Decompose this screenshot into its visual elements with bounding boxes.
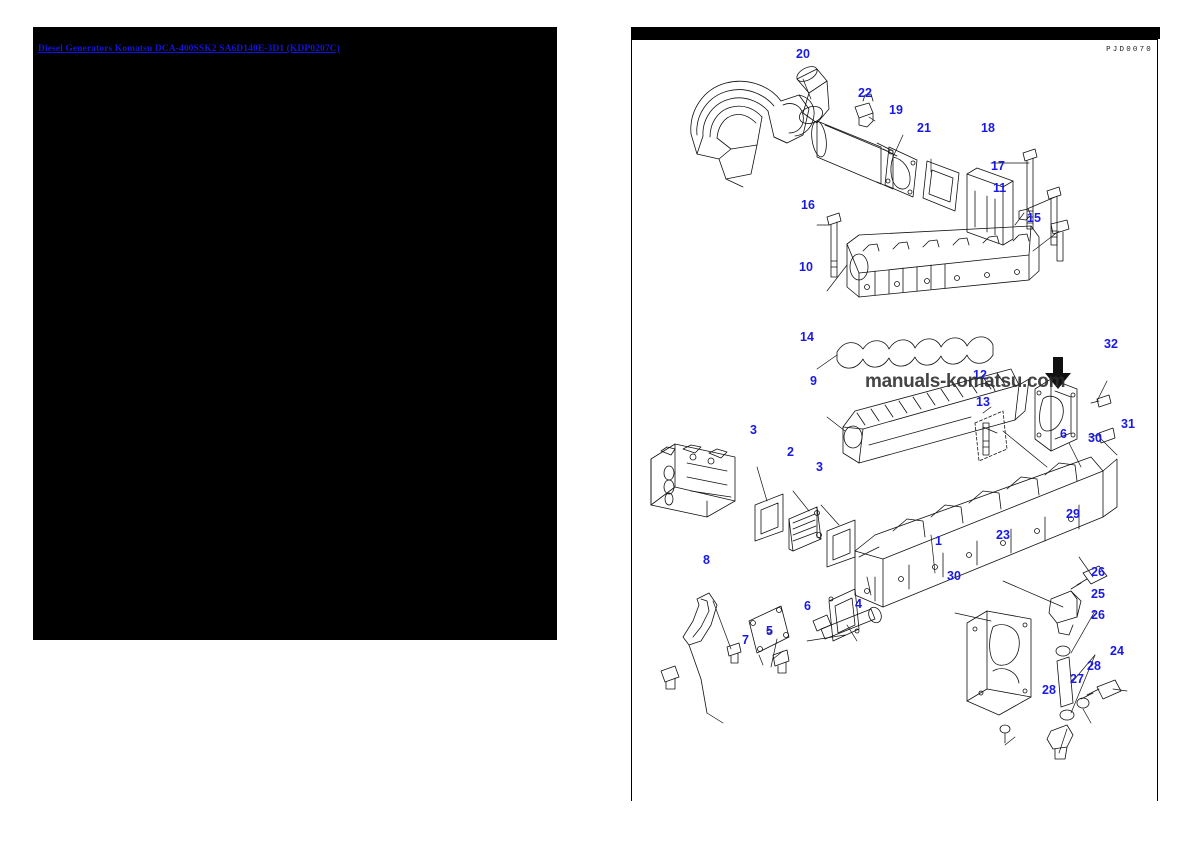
callout-5: 5 [766,624,773,638]
washer-26-bottom [1059,709,1075,721]
clamp-22 [854,93,874,128]
fitting-23 [1048,590,1082,636]
callout-6: 6 [1060,427,1067,441]
callout-9: 9 [810,374,817,388]
housing-30-mid [1034,378,1078,452]
bolt-16 [826,212,842,278]
bolt-32 [1090,394,1112,408]
washer-28-b [999,724,1011,744]
diagram-frame-border [631,39,1158,801]
cylinder-head-part [650,443,736,518]
document-preview-panel: Diesel Generators Komatsu DCA-400SSK2 SA… [33,27,557,640]
callout-3: 3 [816,460,823,474]
callout-30: 30 [1088,431,1102,445]
fitting-27 [1046,724,1074,760]
tube-25 [1056,656,1074,708]
callout-29: 29 [1066,507,1080,521]
bolt-31 [1088,427,1116,444]
callout-26: 26 [1091,608,1105,622]
bolt-29 [1070,565,1108,590]
bolt-4 [812,606,882,640]
callout-24: 24 [1110,644,1124,658]
callout-25: 25 [1091,587,1105,601]
callout-22: 22 [858,86,872,100]
detail-a-housing-30 [966,610,1032,716]
callout-15: 15 [1027,211,1041,225]
document-title-link[interactable]: Diesel Generators Komatsu DCA-400SSK2 SA… [38,44,340,54]
callout-32: 32 [1104,337,1118,351]
gasket-14 [836,336,994,369]
callout-12: 12 [973,368,987,382]
element-2 [788,506,822,552]
parts-diagram-panel: PJD0070 [631,27,1160,802]
gasket-21 [922,160,960,212]
stud-13 [982,422,990,456]
callout-26: 26 [1091,565,1105,579]
diagram-top-bar [631,27,1160,39]
callout-6: 6 [804,599,811,613]
flange-19 [884,146,918,198]
callout-18: 18 [981,121,995,135]
intake-manifold-10 [846,225,1040,298]
exhaust-manifold-1 [854,456,1118,608]
turbocharger-part [690,80,815,188]
callout-1: 1 [935,534,942,548]
callout-21: 21 [917,121,931,135]
callout-30: 30 [947,569,961,583]
callout-20: 20 [796,47,810,61]
support-bracket [966,167,1014,246]
callout-31: 31 [1121,417,1135,431]
exhaust-tube-19 [811,120,898,190]
washer-28-a [1076,697,1090,709]
callout-3: 3 [750,423,757,437]
callout-8: 8 [703,553,710,567]
callout-11: 11 [993,181,1007,195]
callout-27: 27 [1070,672,1084,686]
washer-26-top [1055,645,1071,657]
sheet-code-label: PJD0070 [1106,46,1153,54]
bolt-15 [1050,219,1070,262]
bracket-lever [660,592,718,714]
bolt-7 [772,649,790,674]
bolt-18 [1022,148,1038,230]
exploded-view-drawing [650,66,1128,760]
bolt-8 [726,642,742,664]
view-arrow-a [1045,357,1071,389]
leader-lines [706,78,1128,754]
callout-4: 4 [855,597,862,611]
callout-17: 17 [991,159,1005,173]
callout-2: 2 [787,445,794,459]
gasket-6-mid [828,588,860,642]
callout-28: 28 [1087,659,1101,673]
callout-19: 19 [889,103,903,117]
callout-23: 23 [996,528,1010,542]
bolt-17 [1046,186,1062,246]
callout-7: 7 [742,633,749,647]
gasket-6-right [974,410,1008,462]
callout-16: 16 [801,198,815,212]
gasket-3-right [826,519,856,568]
nut-11 [1018,208,1032,221]
callout-28: 28 [1042,683,1056,697]
gasket-3-left [754,493,784,542]
callout-13: 13 [976,395,990,409]
callout-10: 10 [799,260,813,274]
aftercooler-core-9 [842,368,1030,464]
callout-14: 14 [800,330,814,344]
plate-5 [748,605,790,654]
